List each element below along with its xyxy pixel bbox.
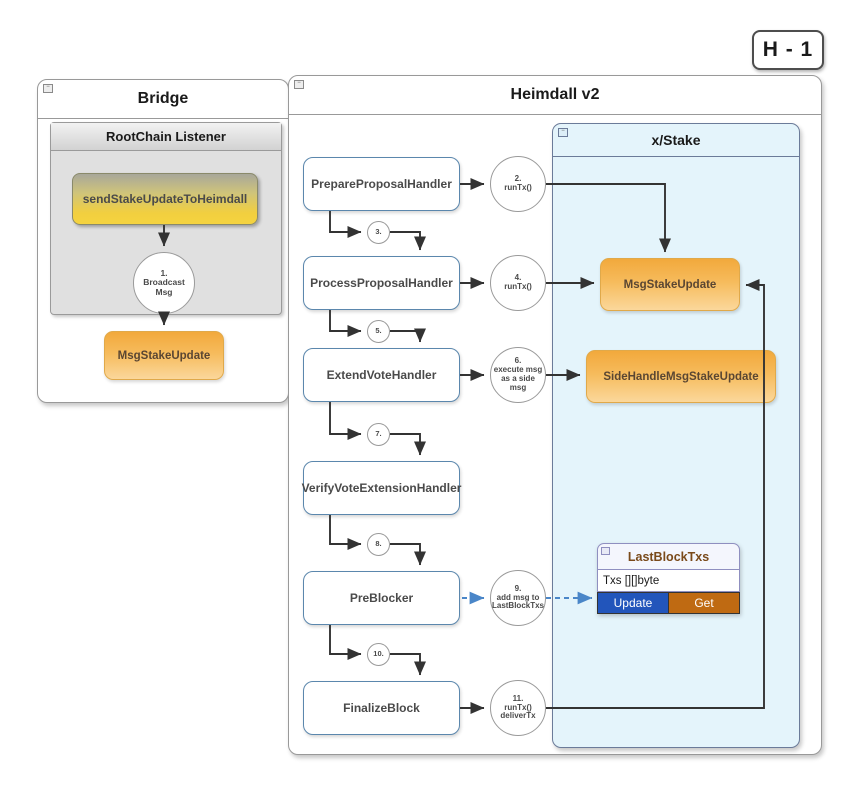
call-label-line1: add msg to <box>496 592 540 602</box>
send-stake-update-to-heimdall-node: sendStakeUpdateToHeimdall <box>72 173 258 225</box>
step-number: 11. <box>512 693 524 703</box>
step-circle-10: 10. <box>367 643 390 666</box>
rootchain-listener-title: RootChain Listener <box>51 123 281 151</box>
class-tab-icon <box>601 547 610 555</box>
handler-pre-blocker: PreBlocker <box>303 571 460 625</box>
handler-extend-vote: ExtendVoteHandler <box>303 348 460 402</box>
last-block-txs-title-text: LastBlockTxs <box>627 549 710 564</box>
call-label-line1: execute msg <box>493 365 543 375</box>
package-tab-icon: − <box>294 80 304 89</box>
last-block-txs-operations: Update Get <box>597 592 740 614</box>
step-number: 4. <box>514 273 522 283</box>
xstake-package: − x/Stake <box>552 123 800 748</box>
handler-verify-vote-extension: VerifyVoteExtensionHandler <box>302 461 461 515</box>
call-label-line2: deliverTx <box>500 711 536 721</box>
operation-update[interactable]: Update <box>597 592 669 614</box>
diagram-title-badge: H - 1 <box>752 30 824 70</box>
package-tab-icon: − <box>558 128 568 137</box>
call-circle-11-deliver-tx: 11. runTx() deliverTx <box>490 680 546 736</box>
step-circle-8: 8. <box>367 533 390 556</box>
call-label-line3: msg <box>509 382 527 392</box>
step-number: 9. <box>514 583 522 593</box>
broadcast-label-line1: Broadcast <box>143 277 185 288</box>
step-circle-5: 5. <box>367 320 390 343</box>
step-number: 3. <box>375 227 382 237</box>
broadcast-msg-circle: 1. Broadcast Msg <box>133 252 195 314</box>
xstake-msg-stake-update-node: MsgStakeUpdate <box>600 258 740 311</box>
broadcast-step-number: 1. <box>160 267 168 278</box>
last-block-txs-title: LastBlockTxs <box>597 543 740 570</box>
last-block-txs-class: LastBlockTxs Txs [][]byte Update Get <box>597 543 740 614</box>
last-block-txs-field: Txs [][]byte <box>597 570 740 592</box>
bridge-msg-stake-update-node: MsgStakeUpdate <box>104 331 224 380</box>
step-number: 10. <box>373 649 384 659</box>
xstake-package-title: x/Stake <box>553 124 799 157</box>
handler-prepare-proposal: PrepareProposalHandler <box>303 157 460 211</box>
step-circle-3: 3. <box>367 221 390 244</box>
step-number: 2. <box>514 174 522 184</box>
call-label-line1: runTx() <box>504 183 532 192</box>
call-circle-9-add-msg: 9. add msg to LastBlockTxs <box>490 570 546 626</box>
heimdall-package-title: Heimdall v2 <box>289 76 821 115</box>
call-label-line2: LastBlockTxs <box>491 601 545 611</box>
call-label-line2: as a side <box>501 374 535 383</box>
bridge-package-title: Bridge <box>38 80 288 119</box>
broadcast-label-line2: Msg <box>155 286 173 297</box>
step-number: 8. <box>375 539 382 549</box>
step-number: 5. <box>375 326 382 336</box>
xstake-side-handle-node: SideHandleMsgStakeUpdate <box>586 350 776 403</box>
handler-process-proposal: ProcessProposalHandler <box>303 256 460 310</box>
call-label-line1: runTx() <box>504 702 532 712</box>
step-circle-7: 7. <box>367 423 390 446</box>
call-circle-2-runtx: 2. runTx() <box>490 156 546 212</box>
step-number: 7. <box>375 429 382 439</box>
handler-finalize-block: FinalizeBlock <box>303 681 460 735</box>
package-tab-icon: − <box>43 84 53 93</box>
call-circle-6-execute-side-msg: 6. execute msg as a side msg <box>490 347 546 403</box>
call-circle-4-runtx: 4. runTx() <box>490 255 546 311</box>
operation-get[interactable]: Get <box>669 592 740 614</box>
call-label-line1: runTx() <box>504 282 532 291</box>
step-number: 6. <box>514 356 522 366</box>
